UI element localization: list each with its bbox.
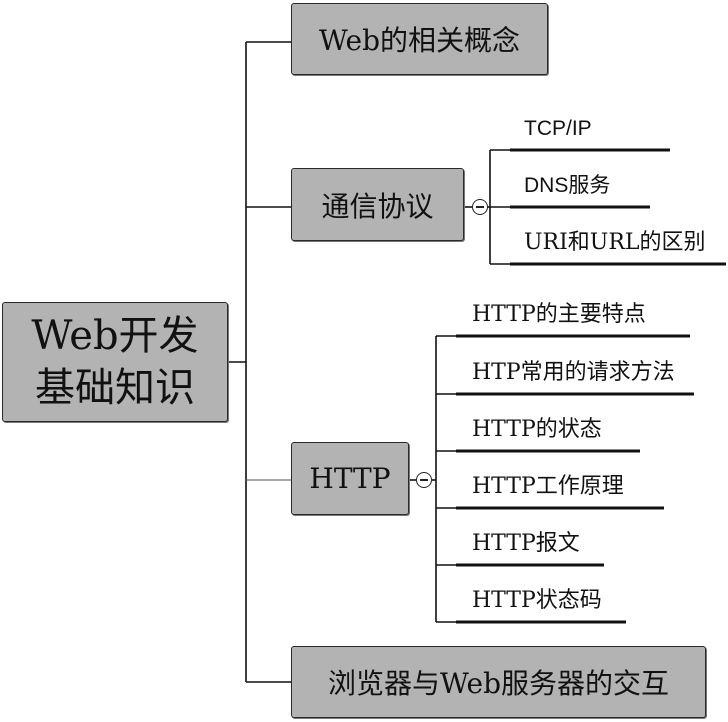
leaf-http-features[interactable]: HTTP的主要特点: [472, 302, 646, 327]
leaf-http-working-principle[interactable]: HTTP工作原理: [472, 474, 624, 499]
leaf-tcp-ip[interactable]: TCP/IP: [524, 117, 592, 140]
leaf-http-status-code[interactable]: HTTP状态码: [472, 588, 602, 613]
root-label-line1: Web开发: [31, 313, 199, 359]
root-label: Web开发 基础知识: [20, 310, 210, 414]
branch-http[interactable]: HTTP: [291, 442, 409, 515]
root-node[interactable]: Web开发 基础知识: [2, 302, 228, 422]
leaf-http-status[interactable]: HTTP的状态: [472, 417, 602, 442]
branch-http-label: HTTP: [309, 462, 391, 495]
branch-browser-server[interactable]: 浏览器与Web服务器的交互: [291, 646, 706, 718]
leaf-http-request-methods[interactable]: HTP常用的请求方法: [472, 360, 675, 385]
root-label-line2: 基础知识: [35, 365, 195, 411]
leaf-uri-url-difference[interactable]: URI和URL的区别: [524, 230, 706, 255]
branch-web-concepts[interactable]: Web的相关概念: [291, 3, 548, 75]
collapse-http-icon[interactable]: [416, 472, 432, 488]
branch-protocol[interactable]: 通信协议: [291, 168, 464, 241]
leaf-dns-service[interactable]: DNS服务: [524, 174, 611, 197]
branch-protocol-label: 通信协议: [321, 189, 434, 223]
branch-web-concepts-label: Web的相关概念: [319, 24, 520, 57]
branch-browser-server-label: 浏览器与Web服务器的交互: [328, 667, 669, 700]
leaf-http-message[interactable]: HTTP报文: [472, 531, 580, 556]
collapse-protocol-icon[interactable]: [472, 199, 488, 215]
